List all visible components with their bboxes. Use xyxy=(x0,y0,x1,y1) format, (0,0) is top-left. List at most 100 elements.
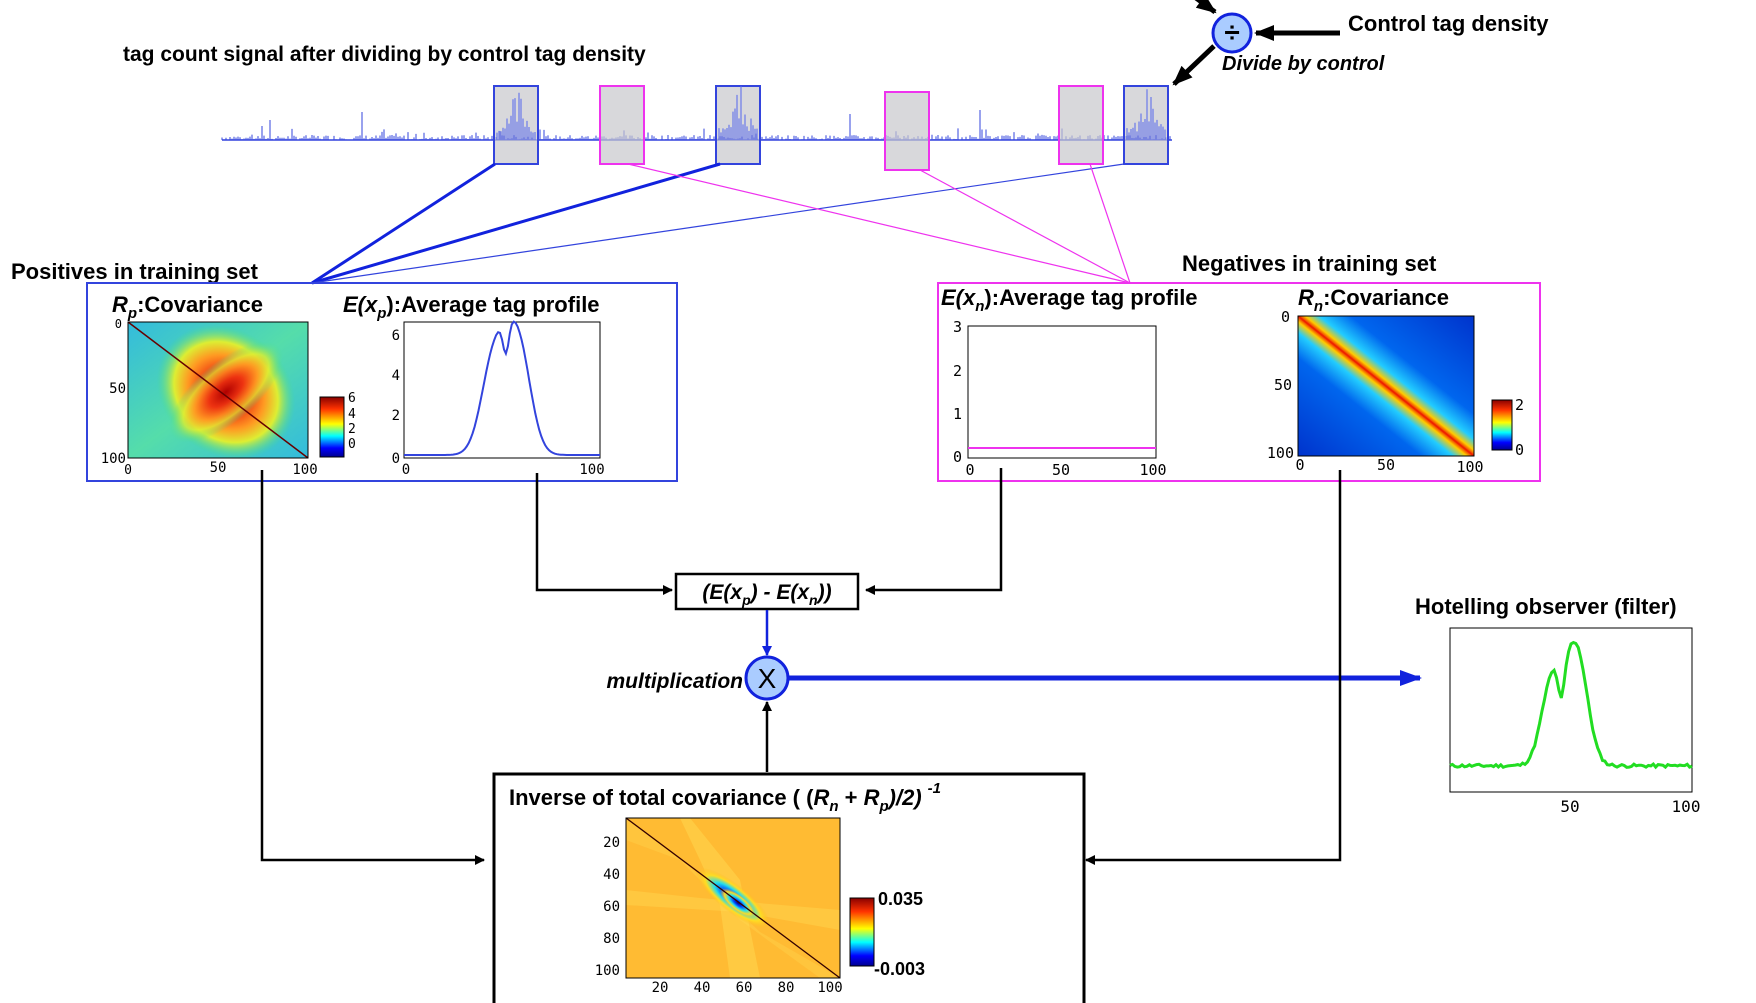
svg-text:60: 60 xyxy=(736,980,753,996)
signal-title: tag count signal after dividing by contr… xyxy=(123,43,646,66)
inverse-heatmap xyxy=(625,817,841,979)
rn-sub: n xyxy=(1314,298,1323,315)
exp-to-diff-arrow xyxy=(535,473,673,595)
svg-text:50: 50 xyxy=(1274,376,1292,394)
svg-text:0: 0 xyxy=(115,317,122,331)
rn-rest: :Covariance xyxy=(1323,285,1449,310)
svg-text:0: 0 xyxy=(402,462,410,478)
rp-heatmap xyxy=(127,321,309,460)
rp-to-inverse-arrow xyxy=(260,470,485,865)
svg-text:50: 50 xyxy=(1560,797,1579,816)
svg-text:-0.003: -0.003 xyxy=(874,959,925,979)
svg-text:100: 100 xyxy=(1672,797,1701,816)
svg-text:0: 0 xyxy=(124,463,132,478)
window-signal-bars xyxy=(496,85,1166,140)
svg-text:4: 4 xyxy=(348,407,356,422)
exn-to-diff-arrow xyxy=(865,468,1003,595)
rn-symbol: R xyxy=(1298,285,1314,310)
hotelling-title: Hotelling observer (filter) xyxy=(1415,594,1677,619)
svg-text:6: 6 xyxy=(348,391,356,406)
diff-pre: (E(x xyxy=(702,581,743,604)
svg-text:0: 0 xyxy=(1295,456,1304,474)
inv-r2: R xyxy=(864,785,880,810)
positive-window-2 xyxy=(715,85,761,165)
divide-by-control-label: Divide by control xyxy=(1222,53,1385,75)
multiplication-label: multiplication xyxy=(607,670,744,693)
svg-text:40: 40 xyxy=(603,867,620,883)
connector-neg-3 xyxy=(1089,163,1131,284)
diff-sub2: n xyxy=(809,592,818,608)
negative-window-3 xyxy=(1058,85,1104,165)
svg-text:2: 2 xyxy=(1515,396,1524,414)
svg-text:100: 100 xyxy=(101,451,126,467)
svg-text:100: 100 xyxy=(579,462,604,478)
positives-section-title: Positives in training set xyxy=(11,259,259,284)
inv-r1: R xyxy=(813,785,829,810)
positives-panel xyxy=(86,282,678,482)
svg-text:20: 20 xyxy=(603,835,620,851)
rp-axes-ticks: 0 50 100 0 50 100 xyxy=(101,317,318,478)
rn-axes-ticks: 0 50 100 0 50 100 xyxy=(1267,308,1484,476)
diff-post: )) xyxy=(816,581,832,604)
rp-symbol: R xyxy=(112,292,128,317)
svg-text:50: 50 xyxy=(109,381,126,397)
svg-text:4: 4 xyxy=(392,368,400,384)
inv-title-pre: Inverse of total covariance ( ( xyxy=(509,785,814,810)
rp-rest: :Covariance xyxy=(137,292,263,317)
exn-avg-title: E(xn):Average tag profile xyxy=(941,285,1198,315)
svg-text:40: 40 xyxy=(694,980,711,996)
svg-text:6: 6 xyxy=(392,328,400,344)
rn-heatmap xyxy=(1297,315,1475,457)
inv-title-post: )/2) xyxy=(887,785,922,810)
exn-title-rest: ):Average tag profile xyxy=(984,285,1197,310)
svg-text:2: 2 xyxy=(392,408,400,424)
svg-text:100: 100 xyxy=(595,963,620,979)
exn-title-sub: n xyxy=(975,298,984,315)
connector-pos-2 xyxy=(311,162,721,285)
svg-text:0: 0 xyxy=(1515,441,1524,459)
exp-title-sub: p xyxy=(376,305,386,322)
rn-colorbar: 2 0 xyxy=(1491,396,1524,459)
exn-plot-frame xyxy=(967,325,1157,459)
connector-pos-3 xyxy=(311,163,1125,284)
hotelling-axes-ticks: 50 100 xyxy=(1560,797,1700,816)
rp-sub: p xyxy=(127,305,137,322)
svg-text:80: 80 xyxy=(778,980,795,996)
svg-text:3: 3 xyxy=(953,318,962,336)
control-tag-density-label: Control tag density xyxy=(1348,11,1549,36)
svg-text:100: 100 xyxy=(1139,461,1166,479)
rn-to-inverse-arrow xyxy=(1085,470,1342,865)
rp-colorbar: 6 4 2 0 xyxy=(319,391,356,458)
exp-axes-ticks: 6 4 2 0 0 100 xyxy=(392,328,605,478)
svg-text:50: 50 xyxy=(1052,461,1070,479)
divide-node xyxy=(1211,12,1253,54)
svg-text:100: 100 xyxy=(1456,458,1483,476)
inverse-title: Inverse of total covariance ( (Rn + Rp)/… xyxy=(509,780,941,815)
svg-text:80: 80 xyxy=(603,931,620,947)
diff-sub1: p xyxy=(741,592,751,608)
svg-text:0: 0 xyxy=(953,448,962,466)
hotelling-filter-curve xyxy=(1449,640,1693,770)
exp-title-rest: ):Average tag profile xyxy=(386,292,599,317)
svg-text:0: 0 xyxy=(1281,308,1290,326)
svg-text:50: 50 xyxy=(210,460,227,476)
exp-curve xyxy=(404,320,600,456)
negative-window-2 xyxy=(884,91,930,171)
inv-plus: + xyxy=(839,785,864,810)
negative-window-1 xyxy=(599,85,645,165)
svg-text:50: 50 xyxy=(1377,456,1395,474)
negatives-section-title: Negatives in training set xyxy=(1182,251,1437,276)
exn-title-pre: E(x xyxy=(941,285,976,310)
connector-neg-2 xyxy=(919,169,1131,284)
svg-text:0.035: 0.035 xyxy=(878,889,923,909)
svg-text:100: 100 xyxy=(1267,444,1294,462)
exp-plot-frame xyxy=(403,321,601,459)
signal-track xyxy=(221,110,1172,141)
difference-label: (E(xp) - E(xn)) xyxy=(702,581,831,608)
multiplication-symbol: X xyxy=(758,663,777,694)
diff-mid: ) - E(x xyxy=(749,581,811,604)
inv-exponent: -1 xyxy=(928,780,941,797)
divide-output-arrow xyxy=(1172,44,1216,86)
inv-r1-sub: n xyxy=(829,798,838,815)
